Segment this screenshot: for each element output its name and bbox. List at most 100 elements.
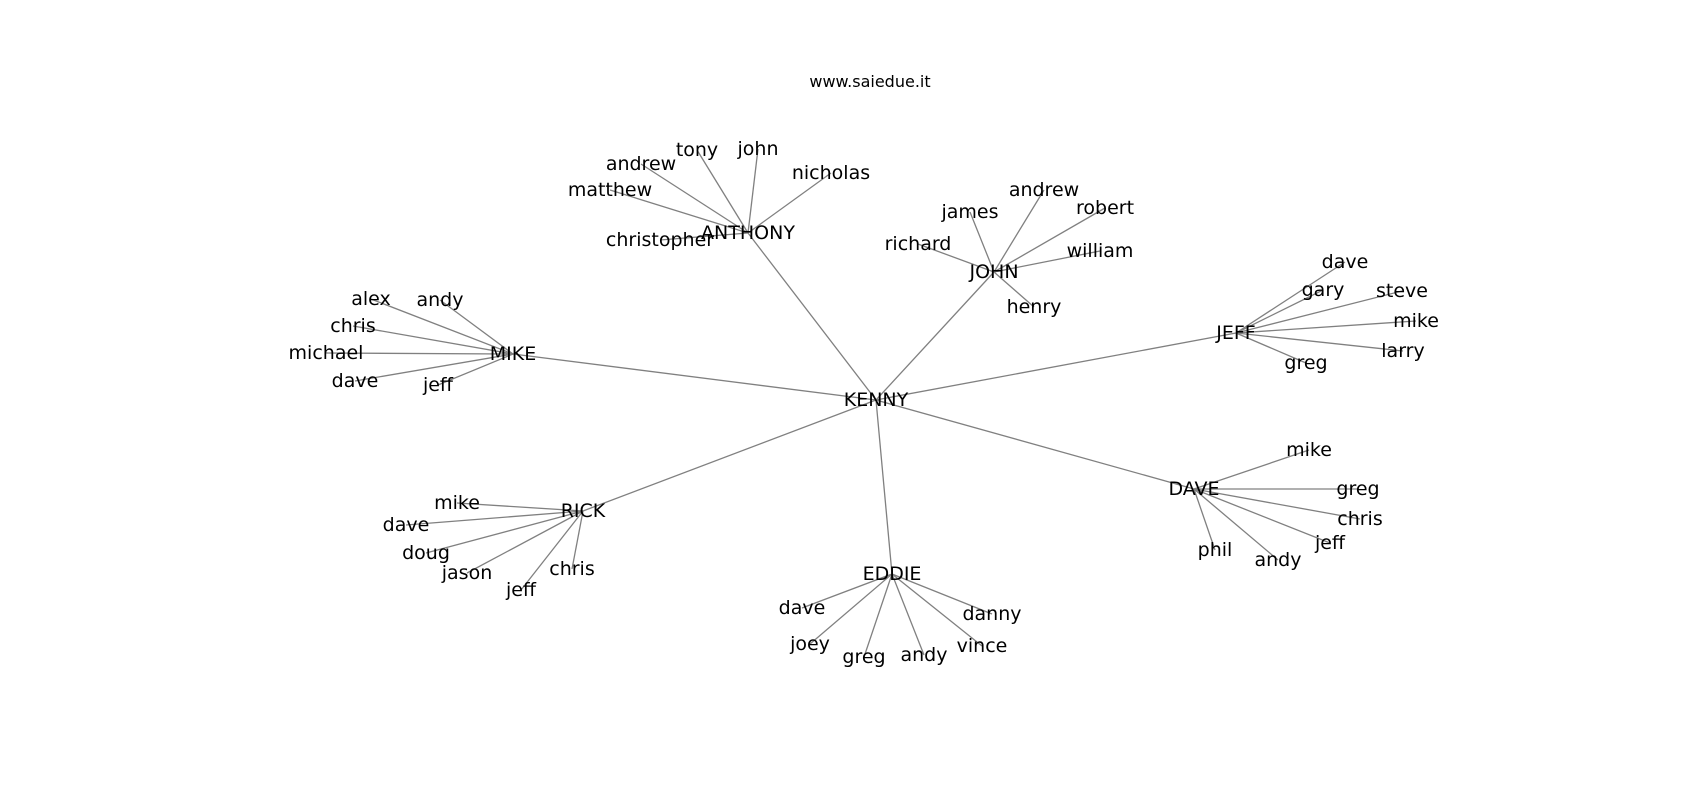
hub-node-label: RICK: [561, 500, 606, 522]
leaf-node-label: alex: [351, 288, 391, 310]
edge-rick-jeff: [520, 510, 584, 591]
edge-john-richard: [917, 243, 995, 273]
edge-root-rick: [582, 399, 877, 512]
edge-rick-jason: [466, 510, 584, 574]
hub-node-label: DAVE: [1168, 478, 1219, 500]
edge-jeff-larry: [1235, 332, 1404, 352]
edge-jeff-mike: [1235, 320, 1417, 334]
leaf-node-label: dave: [332, 370, 379, 392]
edge-mike-jeff: [437, 353, 514, 386]
edge-anthony-andrew: [640, 163, 749, 234]
leaf-node-label: jeff: [1314, 532, 1346, 554]
edge-john-robert: [993, 207, 1106, 273]
edge-rick-doug: [425, 510, 584, 554]
leaf-node-label: greg: [1336, 478, 1379, 500]
edge-dave-andy: [1193, 488, 1279, 561]
edge-mike-andy: [439, 299, 514, 355]
hub-node-label: MIKE: [490, 343, 536, 365]
leaf-node-label: doug: [402, 542, 450, 564]
leaf-node-label: henry: [1007, 296, 1062, 318]
leaf-node-label: larry: [1381, 340, 1424, 362]
leaf-node-label: mike: [434, 492, 480, 514]
hub-node-label: ANTHONY: [701, 222, 795, 244]
leaf-node-label: michael: [289, 342, 364, 364]
site-caption: www.saiedue.it: [809, 72, 930, 91]
leaf-node-label: chris: [549, 558, 594, 580]
leaf-node-label: andrew: [1009, 179, 1079, 201]
edge-dave-chris: [1193, 488, 1361, 520]
edge-mike-michael: [325, 352, 514, 355]
leaf-node-label: andy: [901, 644, 948, 666]
leaf-node-label: william: [1067, 240, 1134, 262]
edge-root-mike: [512, 353, 877, 401]
leaf-node-label: chris: [1337, 508, 1382, 530]
leaf-node-label: vince: [957, 635, 1008, 657]
hub-node-label: EDDIE: [863, 563, 922, 585]
edge-dave-phil: [1193, 488, 1216, 551]
leaf-node-label: robert: [1076, 197, 1134, 219]
leaf-node-label: joey: [789, 633, 830, 655]
leaf-node-label: chris: [330, 315, 375, 337]
leaf-node-label: matthew: [568, 179, 652, 201]
root-node-label: KENNY: [844, 389, 909, 411]
edge-mike-chris: [352, 325, 514, 355]
leaf-node-label: john: [737, 138, 779, 160]
edge-root-anthony: [747, 232, 877, 401]
leaf-node-label: andrew: [606, 153, 676, 175]
edge-anthony-nicholas: [747, 172, 832, 234]
edge-jeff-dave: [1235, 261, 1346, 334]
edge-eddie-dave: [801, 573, 893, 609]
edge-eddie-joey: [809, 573, 893, 645]
leaf-node-label: greg: [842, 646, 885, 668]
edge-rick-chris: [571, 510, 584, 570]
edges-layer: [325, 148, 1417, 658]
leaf-node-label: nicholas: [792, 162, 870, 184]
leaf-node-label: andy: [417, 289, 464, 311]
edge-root-john: [875, 271, 995, 401]
edge-eddie-andy: [891, 573, 925, 656]
leaf-node-label: christopher: [606, 229, 714, 251]
edge-dave-mike: [1193, 449, 1310, 490]
leaf-node-label: jeff: [422, 374, 454, 396]
leaf-node-label: dave: [383, 514, 430, 536]
edge-anthony-matthew: [609, 189, 749, 234]
edge-mike-dave: [354, 353, 514, 382]
leaf-node-label: mike: [1286, 439, 1332, 461]
leaf-node-label: mike: [1393, 310, 1439, 332]
edge-john-henry: [993, 271, 1035, 308]
edge-rick-dave: [405, 510, 584, 526]
edge-jeff-greg: [1235, 332, 1307, 364]
edge-eddie-vince: [891, 573, 983, 647]
leaf-node-label: dave: [779, 597, 826, 619]
edge-root-jeff: [875, 332, 1237, 401]
leaf-node-label: jason: [441, 562, 493, 584]
leaf-node-label: richard: [885, 233, 952, 255]
edge-jeff-steve: [1235, 290, 1403, 334]
labels-layer: KENNY ANTHONY tony john andrew nicholas matthe…: [289, 138, 1439, 668]
edge-root-dave: [875, 399, 1195, 490]
edge-john-william: [993, 250, 1101, 273]
leaf-node-label: steve: [1376, 280, 1428, 302]
edge-anthony-john: [747, 148, 759, 234]
leaf-node-label: james: [940, 201, 998, 223]
leaf-node-label: gary: [1302, 279, 1345, 301]
edge-eddie-danny: [891, 573, 993, 615]
edge-anthony-christopher: [659, 232, 749, 241]
edge-john-james: [969, 211, 995, 273]
edge-eddie-greg: [863, 573, 893, 658]
edge-mike-alex: [370, 298, 514, 355]
edge-anthony-tony: [696, 149, 749, 234]
leaf-node-label: danny: [962, 603, 1021, 625]
edge-jeff-gary: [1235, 289, 1324, 334]
edge-dave-jeff: [1193, 488, 1331, 544]
leaf-node-label: andy: [1255, 549, 1302, 571]
leaf-node-label: dave: [1322, 251, 1369, 273]
leaf-node-label: jeff: [505, 579, 537, 601]
leaf-node-label: greg: [1284, 352, 1327, 374]
leaf-node-label: tony: [676, 139, 718, 161]
edge-root-eddie: [875, 399, 893, 575]
leaf-node-label: phil: [1198, 539, 1233, 561]
edge-rick-mike: [456, 502, 584, 512]
hub-node-label: JOHN: [968, 261, 1018, 283]
